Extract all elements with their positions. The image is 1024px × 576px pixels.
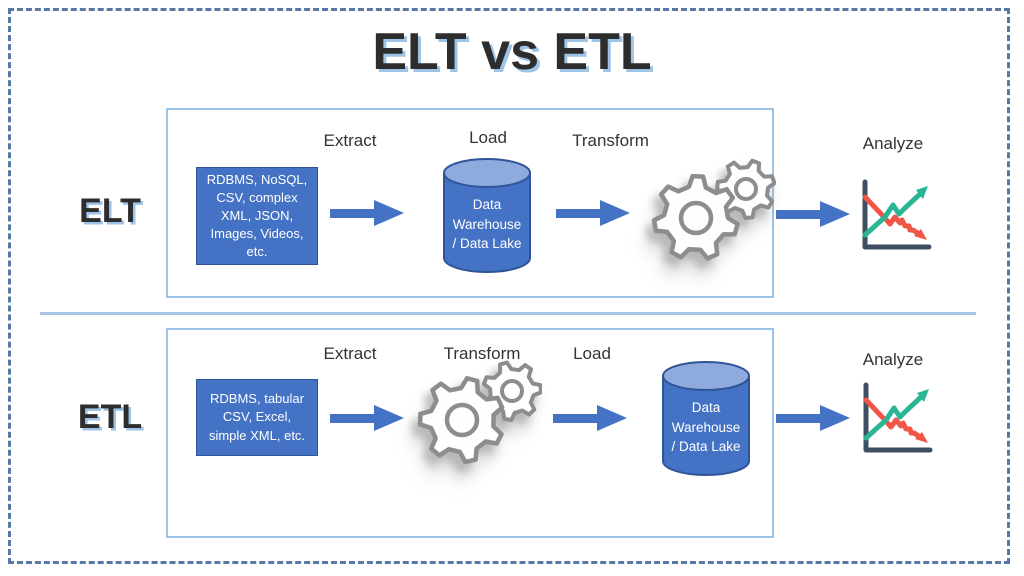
flow-arrow-icon: [556, 200, 630, 226]
arrow-shaft: [776, 209, 820, 219]
flow-arrow-icon: [330, 405, 404, 431]
large-gear-hole: [678, 200, 714, 236]
arrow-shaft: [556, 208, 600, 218]
page-title: ELT vs ETL: [372, 23, 652, 81]
row-divider: [40, 312, 976, 315]
large-gear-hole: [444, 402, 480, 438]
flow-arrow-icon: [330, 200, 404, 226]
flow-arrow-icon: [776, 201, 850, 227]
elt-source-box: RDBMS, NoSQL, CSV, complex XML, JSON, Im…: [196, 167, 318, 265]
row-label-etl: ETL: [77, 398, 143, 436]
arrow-shaft: [776, 413, 820, 423]
etl-source-box: RDBMS, tabular CSV, Excel, simple XML, e…: [196, 379, 318, 456]
step-label-analyze: Analyze: [862, 134, 924, 153]
database-cylinder-shape: [443, 158, 531, 273]
arrow-head: [374, 200, 404, 226]
outer-dashed-frame: [8, 8, 1010, 564]
small-gear-hole: [734, 177, 758, 201]
arrow-shaft: [330, 413, 374, 423]
warehouse-label: Data Warehouse / Data Lake: [671, 400, 741, 455]
line-chart-icon: [862, 179, 932, 250]
step-label-analyze: Analyze: [862, 350, 924, 369]
step-label-extract: Extract: [323, 131, 377, 150]
database-cylinder-icon: Data Warehouse / Data Lake: [660, 360, 752, 478]
step-label-transform: Transform: [443, 344, 521, 363]
warehouse-label: Data Warehouse / Data Lake: [452, 197, 522, 252]
line-chart-icon: [863, 382, 933, 453]
arrow-head: [597, 405, 627, 431]
arrow-shaft: [553, 413, 597, 423]
arrow-head: [600, 200, 630, 226]
flow-arrow-icon: [553, 405, 627, 431]
arrow-head: [374, 405, 404, 431]
arrow-shaft: [330, 208, 374, 218]
step-label-transform: Transform: [572, 131, 649, 150]
arrow-head: [820, 201, 850, 227]
small-gear-hole: [500, 379, 524, 403]
row-label-elt: ELT: [79, 192, 141, 230]
gears-icon: [651, 158, 776, 261]
database-cylinder-icon: Data Warehouse / Data Lake: [441, 157, 533, 275]
step-label-extract: Extract: [323, 344, 377, 363]
flow-arrow-icon: [776, 405, 850, 431]
arrow-head: [820, 405, 850, 431]
step-label-load: Load: [573, 344, 611, 363]
gears-icon: [417, 360, 542, 465]
step-label-load: Load: [469, 128, 507, 147]
database-cylinder-shape: [662, 361, 750, 476]
